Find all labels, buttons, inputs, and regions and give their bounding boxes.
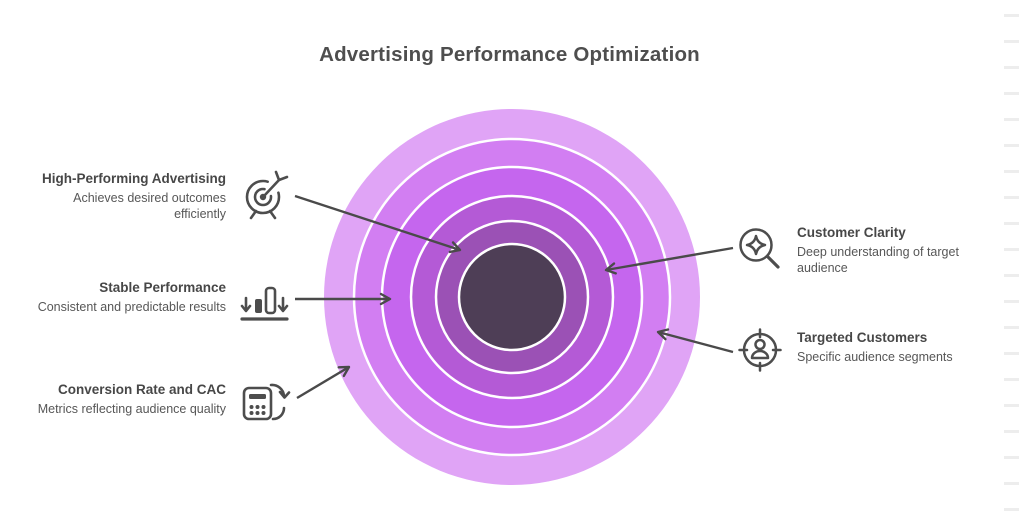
callout-customer-clarity: Customer Clarity Deep understanding of t… [797, 225, 1007, 276]
magnifier-sparkle-icon [737, 226, 783, 272]
arrow-customer-clarity [604, 246, 734, 275]
arrow-conversion-rate [296, 365, 351, 400]
callout-title: Conversion Rate and CAC [57, 382, 226, 397]
page-title: Advertising Performance Optimization [319, 43, 700, 66]
callout-description: Specific audience segments [797, 350, 953, 364]
callout-description: Deep understanding of target audience [797, 245, 959, 275]
arrow-high-performing-advertising [294, 194, 462, 254]
callout-targeted-customers: Targeted Customers Specific audience seg… [797, 330, 1007, 366]
target-dart-icon [240, 169, 292, 223]
callout-description: Consistent and predictable results [37, 300, 226, 314]
edge-dashes-decoration [1004, 14, 1019, 520]
callout-title: Customer Clarity [797, 225, 906, 240]
callout-title: Stable Performance [99, 280, 226, 295]
callout-high-performing-advertising: High-Performing Advertising Achieves des… [0, 171, 226, 222]
callout-title: High-Performing Advertising [41, 171, 226, 186]
callout-conversion-rate-cac: Conversion Rate and CAC Metrics reflecti… [0, 382, 226, 418]
arrow-targeted-customers [656, 328, 734, 354]
bar-chart-decline-icon [239, 281, 291, 323]
callout-stable-performance: Stable Performance Consistent and predic… [0, 280, 226, 316]
center-circle [457, 242, 567, 352]
callout-description: Achieves desired outcomes efficiently [73, 191, 226, 221]
callout-title: Targeted Customers [797, 330, 928, 345]
callout-description: Metrics reflecting audience quality [37, 402, 226, 416]
person-target-icon [737, 327, 783, 373]
calculator-refresh-icon [240, 377, 292, 429]
